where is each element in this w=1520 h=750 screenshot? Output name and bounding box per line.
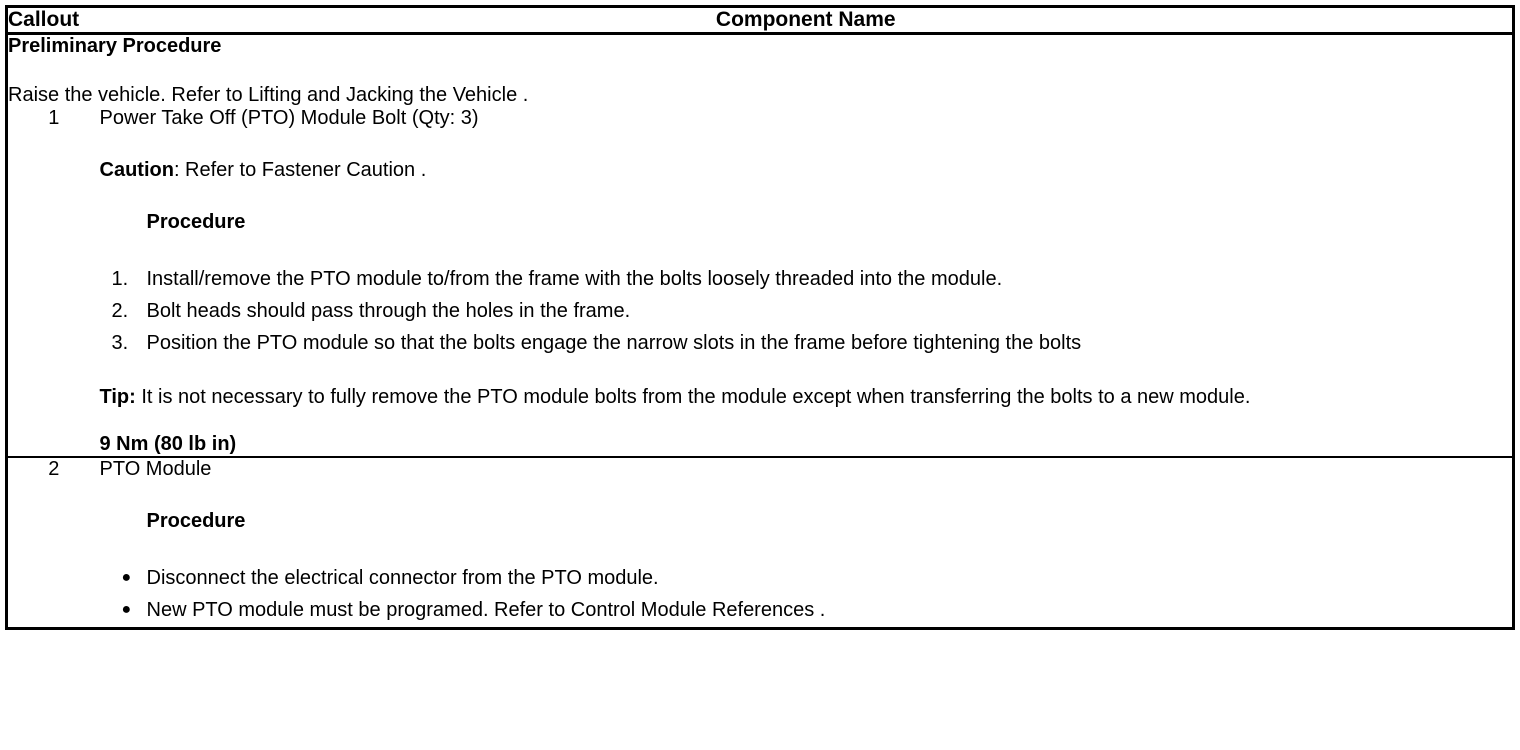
caution-text: : Refer to Fastener Caution . (173, 158, 427, 181)
step-text: Install/remove the PTO module to/from th… (146, 267, 1003, 290)
service-procedure-table: Callout Component Name Preliminary Proce… (5, 5, 1515, 630)
table-header-row: Callout Component Name (6, 6, 1514, 35)
procedure-step: 2. Bolt heads should pass through the ho… (100, 295, 1513, 327)
step-number: 3. (111, 332, 129, 355)
torque-specification: 9 Nm (80 lb in) (99, 433, 237, 456)
column-header-callout: Callout (6, 6, 100, 35)
component-cell-2: PTO Module Procedure ● Disconnect the el… (100, 457, 1514, 628)
procedure-step-list-1: 1. Install/remove the PTO module to/from… (100, 263, 1513, 360)
step-number: 2. (111, 299, 129, 322)
list-item: ● Disconnect the electrical connector fr… (100, 562, 1513, 594)
preliminary-procedure-cell: Preliminary Procedure Raise the vehicle.… (7, 33, 1514, 107)
tip-text: It is not necessary to fully remove the … (135, 385, 1251, 408)
step-text: Position the PTO module so that the bolt… (146, 332, 1082, 355)
procedure-step: 1. Install/remove the PTO module to/from… (100, 263, 1513, 295)
component-title-1: Power Take Off (PTO) Module Bolt (Qty: 3… (99, 106, 479, 129)
step-number: 1. (111, 267, 129, 290)
column-header-component-name: Component Name (99, 6, 1514, 35)
caution-note: Caution: Refer to Fastener Caution . (100, 159, 1513, 182)
tip-note: Tip: It is not necessary to fully remove… (100, 385, 1513, 409)
bullet-text: Disconnect the electrical connector from… (146, 567, 659, 590)
component-cell-1: Power Take Off (PTO) Module Bolt (Qty: 3… (99, 106, 1514, 459)
procedure-step: 3. Position the PTO module so that the b… (100, 327, 1513, 359)
procedure-heading-2: Procedure (146, 510, 246, 533)
preliminary-procedure-text: Raise the vehicle. Refer to Lifting and … (8, 83, 529, 106)
tip-label: Tip: (99, 385, 136, 408)
procedure-bullet-list-2: ● Disconnect the electrical connector fr… (100, 562, 1513, 627)
bullet-icon: ● (121, 569, 132, 587)
caution-label: Caution (99, 158, 174, 181)
preliminary-procedure-row: Preliminary Procedure Raise the vehicle.… (7, 33, 1514, 107)
callout-number-2: 2 (48, 458, 60, 481)
component-title-2: PTO Module (99, 458, 212, 481)
preliminary-procedure-title: Preliminary Procedure (8, 34, 222, 57)
procedure-heading-1: Procedure (146, 210, 246, 233)
list-item: ● New PTO module must be programed. Refe… (100, 594, 1513, 626)
bullet-text: New PTO module must be programed. Refer … (146, 599, 826, 622)
table-row: 2 PTO Module Procedure ● Disconnect the … (7, 457, 1514, 628)
bullet-icon: ● (121, 601, 132, 619)
callout-number-1: 1 (6, 106, 100, 459)
step-text: Bolt heads should pass through the holes… (146, 299, 631, 322)
table-row: 1 Power Take Off (PTO) Module Bolt (Qty:… (6, 106, 1514, 459)
